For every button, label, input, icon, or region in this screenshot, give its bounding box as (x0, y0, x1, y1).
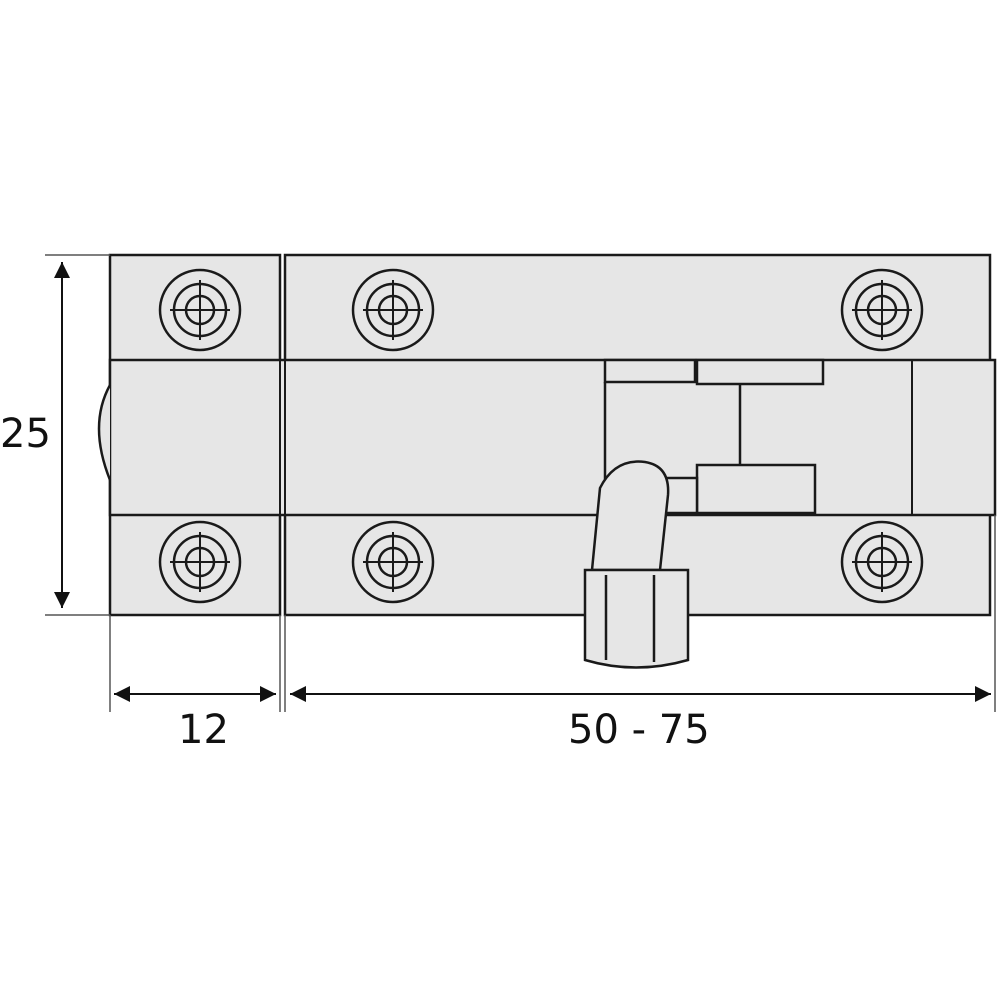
screw-hole-icon (840, 268, 924, 352)
keeper-width-dimension-label: 12 (178, 707, 229, 753)
bolt-bar (108, 358, 997, 517)
bolt-tip (97, 384, 112, 481)
screw-hole-icon (351, 268, 435, 352)
extension-lines (45, 254, 996, 712)
bolt-handle (583, 460, 690, 669)
bolt-length-dimension-label: 50 - 75 (568, 707, 710, 753)
dimension-lines (54, 262, 991, 702)
screw-holes (158, 268, 924, 604)
screw-hole-icon (351, 520, 435, 604)
height-dimension-label: 25 (0, 411, 51, 457)
bolt-slot (603, 358, 825, 515)
screw-hole-icon (158, 268, 242, 352)
screw-hole-icon (158, 520, 242, 604)
screw-hole-icon (840, 520, 924, 604)
